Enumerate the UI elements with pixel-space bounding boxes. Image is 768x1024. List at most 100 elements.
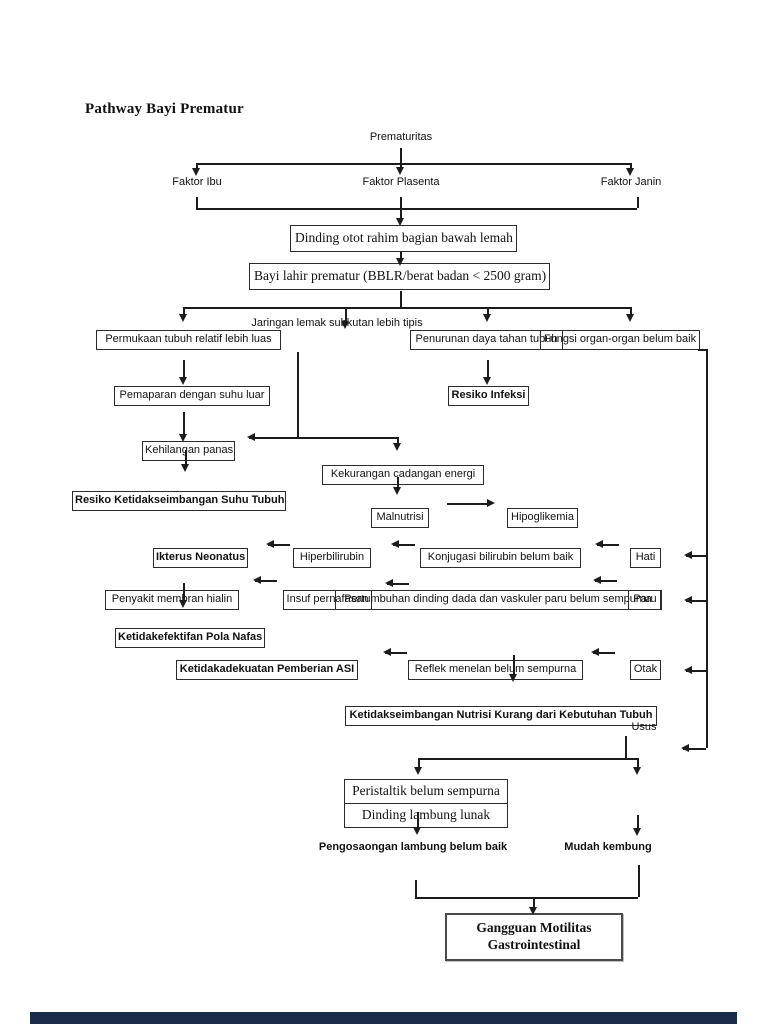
- node-prematuritas: Prematuritas: [369, 131, 433, 143]
- arrowhead-icon: [393, 487, 402, 495]
- connector-arrow: [686, 600, 706, 602]
- node-fungsi-organ: Fungsi organ-organ belum baik: [540, 330, 700, 350]
- connector-arrow: [400, 197, 402, 220]
- node-malnutrisi: Malnutrisi: [371, 508, 429, 528]
- arrowhead-icon: [413, 827, 422, 835]
- connector-arrow: [513, 655, 515, 676]
- node-hipoglikemia: Hipoglikemia: [507, 508, 578, 528]
- arrowhead-icon: [181, 464, 190, 472]
- node-mudah-kembung: Mudah kembung: [564, 841, 652, 853]
- node-pertumbuhan-dada: Pertumbuhan dinding dada dan vaskuler pa…: [335, 590, 661, 610]
- connector-arrow: [630, 307, 632, 316]
- node-penyakit-membran: Penyakit membran hialin: [105, 590, 239, 610]
- arrowhead-icon: [591, 648, 599, 657]
- connector-arrow: [637, 815, 639, 830]
- connector-arrow: [385, 652, 407, 654]
- node-penurunan-daya: Penurunan daya tahan tubuh: [410, 330, 563, 350]
- arrowhead-icon: [483, 377, 492, 385]
- connector-line: [400, 291, 402, 307]
- arrowhead-icon: [192, 168, 201, 176]
- connector-arrow: [630, 163, 632, 170]
- node-reflek-menelan: Reflek menelan belum sempurna: [408, 660, 583, 680]
- connector-line: [625, 736, 627, 758]
- connector-arrow: [637, 758, 639, 769]
- connector-arrow: [417, 812, 419, 829]
- arrowhead-icon: [396, 218, 405, 226]
- node-lambung-table-row: Peristaltik belum sempurna: [352, 783, 500, 798]
- node-ikterus-neonatus: Ikterus Neonatus: [153, 548, 248, 568]
- connector-arrow: [418, 758, 420, 769]
- connector-line: [196, 208, 637, 210]
- connector-arrow: [345, 307, 347, 323]
- node-otak: Otak: [630, 660, 661, 680]
- node-gangguan-motilitas: Gangguan Motilitas Gastrointestinal: [445, 913, 623, 961]
- connector-line: [415, 880, 417, 897]
- arrowhead-icon: [179, 434, 188, 442]
- arrowhead-icon: [529, 907, 538, 915]
- page-title: Pathway Bayi Prematur: [85, 101, 244, 117]
- node-kehilangan-panas: Kehilangan panas: [142, 441, 235, 461]
- connector-line: [196, 163, 630, 165]
- connector-arrow: [196, 163, 198, 170]
- connector-arrow: [183, 307, 185, 316]
- node-faktor-ibu: Faktor Ibu: [172, 176, 222, 188]
- arrowhead-icon: [385, 579, 393, 588]
- connector-arrow: [686, 555, 706, 557]
- connector-arrow: [249, 437, 397, 439]
- connector-arrow: [185, 450, 187, 466]
- connector-arrow: [595, 580, 617, 582]
- connector-line: [418, 758, 637, 760]
- arrowhead-icon: [483, 314, 492, 322]
- arrowhead-icon: [626, 168, 635, 176]
- arrowhead-icon: [247, 433, 255, 442]
- connector-arrow: [397, 477, 399, 489]
- connector-arrow: [397, 437, 399, 445]
- arrowhead-icon: [179, 314, 188, 322]
- arrowhead-icon: [414, 767, 423, 775]
- connector-arrow: [683, 748, 706, 750]
- footer-bar: [30, 1012, 737, 1024]
- node-nutrisi-kurang: Ketidakseimbangan Nutrisi Kurang dari Ke…: [345, 706, 657, 726]
- arrowhead-icon: [179, 377, 188, 385]
- connector-arrow: [268, 544, 290, 546]
- arrowhead-icon: [179, 600, 188, 608]
- connector-line: [698, 349, 707, 351]
- node-jaringan-lemak: Jaringan lemak subkutan lebih tipis: [251, 317, 423, 329]
- arrowhead-icon: [487, 499, 495, 508]
- node-permukaan-tubuh: Permukaan tubuh relatif lebih luas: [96, 330, 281, 350]
- arrowhead-icon: [595, 540, 603, 549]
- connector-arrow: [400, 148, 402, 169]
- node-konjugasi-bilirubin: Konjugasi bilirubin belum baik: [420, 548, 581, 568]
- node-resiko-suhu-tubuh: Resiko Ketidakseimbangan Suhu Tubuh: [72, 491, 286, 511]
- node-hiperbilirubin: Hiperbilirubin: [293, 548, 371, 568]
- connector-arrow: [597, 544, 619, 546]
- connector-line: [637, 197, 639, 208]
- connector-line: [706, 349, 708, 748]
- connector-arrow: [487, 307, 489, 316]
- connector-line: [196, 197, 198, 208]
- connector-arrow: [487, 360, 489, 379]
- connector-arrow: [447, 503, 489, 505]
- node-lambung-table-row: Dinding lambung lunak: [345, 802, 507, 827]
- node-pengosaongan: Pengosaongan lambung belum baik: [318, 841, 508, 853]
- arrowhead-icon: [393, 443, 402, 451]
- arrowhead-icon: [396, 258, 405, 266]
- connector-arrow: [400, 252, 402, 260]
- node-pemaparan-suhu: Pemaparan dengan suhu luar: [114, 386, 270, 406]
- connector-line: [183, 307, 630, 309]
- connector-arrow: [183, 360, 185, 379]
- arrowhead-icon: [509, 674, 518, 682]
- connector-arrow: [686, 670, 706, 672]
- node-usus: Usus: [631, 721, 657, 733]
- arrowhead-icon: [593, 576, 601, 585]
- arrowhead-icon: [391, 540, 399, 549]
- node-resiko-infeksi: Resiko Infeksi: [448, 386, 529, 406]
- node-hati: Hati: [630, 548, 661, 568]
- connector-arrow: [533, 897, 535, 909]
- connector-arrow: [387, 583, 409, 585]
- connector-arrow: [393, 544, 415, 546]
- arrowhead-icon: [633, 767, 642, 775]
- arrowhead-icon: [633, 828, 642, 836]
